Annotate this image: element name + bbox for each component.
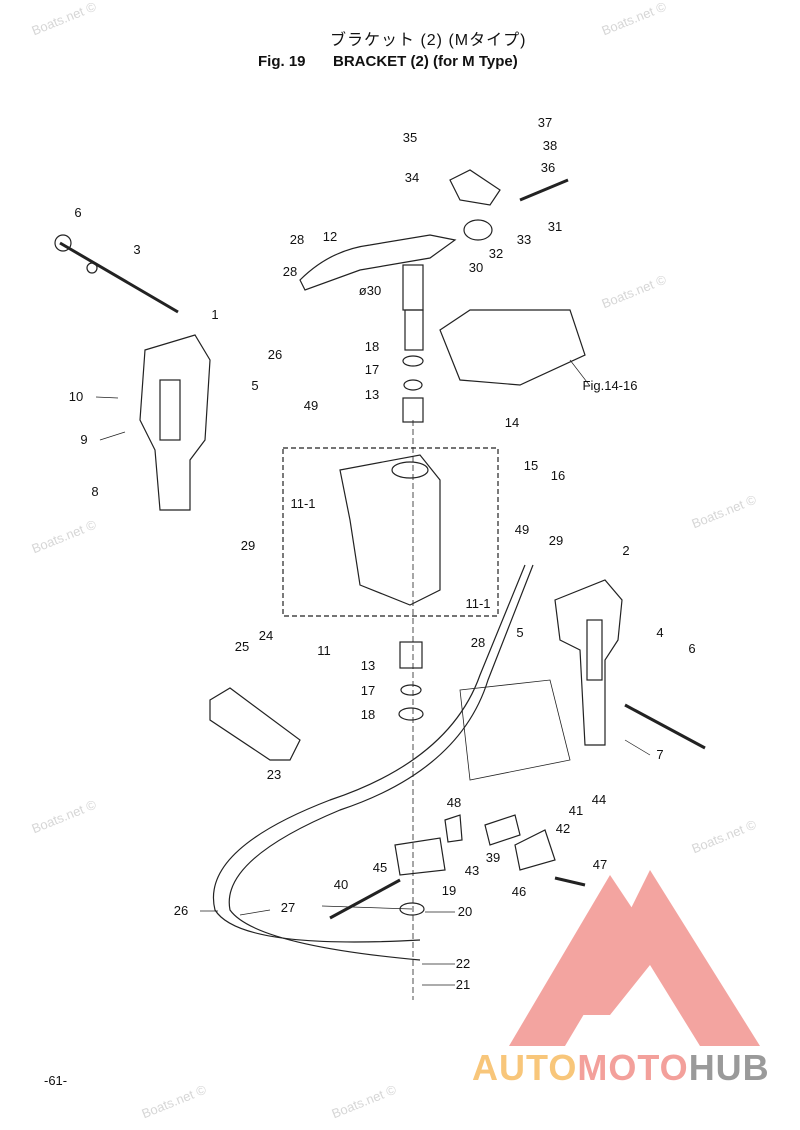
callout-21: 21 bbox=[455, 977, 471, 992]
callout-40: 40 bbox=[333, 877, 349, 892]
callout-6: 6 bbox=[74, 205, 82, 220]
page-number: -61- bbox=[44, 1073, 68, 1088]
callout-27: 27 bbox=[280, 900, 296, 915]
callout-11: 11 bbox=[317, 643, 331, 658]
bracket-1 bbox=[139, 334, 211, 511]
callout-16: 16 bbox=[550, 468, 566, 483]
callout-9: 9 bbox=[80, 432, 88, 447]
callout-43: 43 bbox=[464, 863, 480, 878]
callout-29: 29 bbox=[548, 533, 564, 548]
callout-22: 22 bbox=[455, 956, 471, 971]
callout-5: 5 bbox=[251, 378, 259, 393]
callout-45: 45 bbox=[372, 860, 388, 875]
clamp-19 bbox=[394, 837, 446, 876]
callout-49: 49 bbox=[514, 522, 530, 537]
callout-47: 47 bbox=[592, 857, 608, 872]
figure-reference-14-16: Fig.14-16 bbox=[582, 378, 638, 393]
steering-arm-12 bbox=[299, 234, 457, 291]
plate-23 bbox=[209, 687, 301, 761]
automotohub-logo-mark bbox=[509, 870, 760, 1046]
shaft-3 bbox=[59, 241, 179, 314]
dimension-diameter-30: ø30 bbox=[358, 283, 382, 298]
callout-8: 8 bbox=[91, 484, 99, 499]
callout-28: 28 bbox=[282, 264, 298, 279]
callout-18: 18 bbox=[364, 339, 380, 354]
callout-33: 33 bbox=[516, 232, 532, 247]
callout-32: 32 bbox=[488, 246, 504, 261]
callout-35: 35 bbox=[402, 130, 418, 145]
callout-7: 7 bbox=[656, 747, 664, 762]
callout-37: 37 bbox=[537, 115, 553, 130]
automotohub-logo-text: AUTOMOTOHUB bbox=[472, 1048, 770, 1088]
callout-5: 5 bbox=[516, 625, 524, 640]
callout-13: 13 bbox=[364, 387, 380, 402]
callout-30: 30 bbox=[468, 260, 484, 275]
callout-24: 24 bbox=[258, 628, 274, 643]
callout-12: 12 bbox=[322, 229, 338, 244]
callout-15: 15 bbox=[523, 458, 539, 473]
callout-25: 25 bbox=[234, 639, 250, 654]
logo-moto: MOTO bbox=[577, 1047, 689, 1088]
callout-3: 3 bbox=[133, 242, 141, 257]
callout-49: 49 bbox=[303, 398, 319, 413]
callout-46: 46 bbox=[511, 884, 527, 899]
callout-29: 29 bbox=[240, 538, 256, 553]
reference-part-14-16 bbox=[439, 309, 586, 386]
callout-28: 28 bbox=[289, 232, 305, 247]
logo-auto: AUTO bbox=[472, 1047, 578, 1088]
callout-41: 41 bbox=[568, 803, 584, 818]
callout-48: 48 bbox=[446, 795, 462, 810]
callout-42: 42 bbox=[555, 821, 571, 836]
callout-13: 13 bbox=[360, 658, 376, 673]
shaft-7 bbox=[624, 703, 706, 750]
callout-26: 26 bbox=[173, 903, 189, 918]
cable-27 bbox=[228, 564, 534, 961]
swivel-bracket-11 bbox=[339, 454, 441, 606]
callout-34: 34 bbox=[404, 170, 420, 185]
callout-38: 38 bbox=[542, 138, 558, 153]
callout-2: 2 bbox=[622, 543, 630, 558]
callout-23: 23 bbox=[266, 767, 282, 782]
logo-hub: HUB bbox=[688, 1047, 770, 1088]
callout-20: 20 bbox=[457, 904, 473, 919]
callout-1: 1 bbox=[211, 307, 219, 322]
bracket-2 bbox=[554, 579, 623, 746]
figure-title: BRACKET (2) (for M Type) bbox=[333, 53, 518, 70]
callout-17: 17 bbox=[364, 362, 380, 377]
callout-14: 14 bbox=[504, 415, 520, 430]
callout-28: 28 bbox=[470, 635, 486, 650]
callout-31: 31 bbox=[547, 219, 563, 234]
callout-11-1: 11-1 bbox=[465, 596, 491, 611]
callout-39: 39 bbox=[485, 850, 501, 865]
callout-36: 36 bbox=[540, 160, 556, 175]
callout-17: 17 bbox=[360, 683, 376, 698]
callout-26: 26 bbox=[267, 347, 283, 362]
callout-6: 6 bbox=[688, 641, 696, 656]
callout-11-1: 11-1 bbox=[290, 496, 316, 511]
callout-44: 44 bbox=[591, 792, 607, 807]
callout-10: 10 bbox=[68, 389, 84, 404]
callout-4: 4 bbox=[656, 625, 664, 640]
swivel-box bbox=[282, 447, 499, 617]
callout-18: 18 bbox=[360, 707, 376, 722]
callout-19: 19 bbox=[441, 883, 457, 898]
title-japanese: ブラケット (2) (Mタイプ) bbox=[330, 32, 527, 49]
figure-number: Fig. 19 bbox=[258, 53, 306, 70]
